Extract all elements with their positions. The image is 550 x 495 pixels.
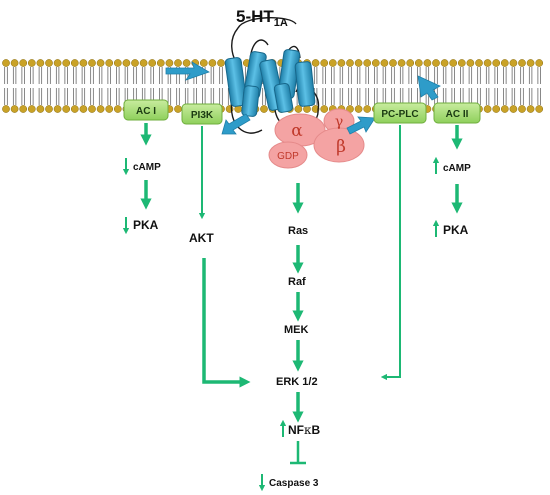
receptor-5ht1a: 5-HT1A: [224, 7, 320, 134]
caspase-label: Caspase 3: [269, 478, 319, 489]
helix-7: [273, 82, 294, 113]
mek-label: MEK: [284, 324, 309, 336]
pathway-arrows: [140, 123, 463, 465]
g-protein: α GDP γ β: [268, 108, 365, 169]
receptor-activation-arrows: [165, 61, 441, 135]
alpha-label: α: [291, 121, 303, 141]
box-ac1-label: AC I: [136, 106, 156, 117]
nfkb-label: NFκB: [288, 423, 321, 437]
g-beta-subunit: [313, 127, 365, 163]
helix-6: [241, 85, 260, 117]
arrow-to-pcplc: [346, 116, 376, 135]
arrow-akt-to-erk: [202, 258, 251, 388]
box-pi3k: PI3K: [181, 103, 223, 125]
box-pcplc-label: PC-PLC: [381, 109, 418, 120]
receptor-loops: [230, 16, 320, 134]
beta-label: β: [336, 137, 346, 157]
box-ac2: AC II: [433, 102, 481, 124]
arrow-pcplc-to-erk: [380, 125, 401, 381]
regulation-indicators: [122, 156, 440, 492]
box-pcplc: PC-PLC: [373, 102, 427, 124]
gdp-label: GDP: [277, 151, 299, 162]
camp-right-label: cAMP: [443, 163, 471, 174]
arrow-to-ac2: [417, 75, 441, 101]
helix-5: [294, 61, 316, 107]
ras-label: Ras: [288, 225, 308, 237]
camp-left-label: cAMP: [133, 162, 161, 173]
gdp-subunit: [268, 141, 308, 169]
akt-label: AKT: [189, 231, 214, 245]
box-pi3k-label: PI3K: [191, 110, 214, 121]
pka-left-label: PKA: [133, 218, 159, 232]
raf-label: Raf: [288, 276, 306, 288]
box-ac2-label: AC II: [446, 109, 469, 120]
arrow-to-pi3k: [221, 113, 251, 135]
box-ac1: AC I: [123, 99, 169, 121]
pka-right-label: PKA: [443, 223, 469, 237]
erk-label: ERK 1/2: [276, 376, 318, 388]
arrow-to-ac1: [165, 61, 210, 81]
cell-membrane: [2, 59, 544, 113]
receptor-label: 5-HT1A: [236, 7, 288, 29]
helix-1: [224, 57, 248, 107]
gamma-label: γ: [335, 114, 343, 130]
